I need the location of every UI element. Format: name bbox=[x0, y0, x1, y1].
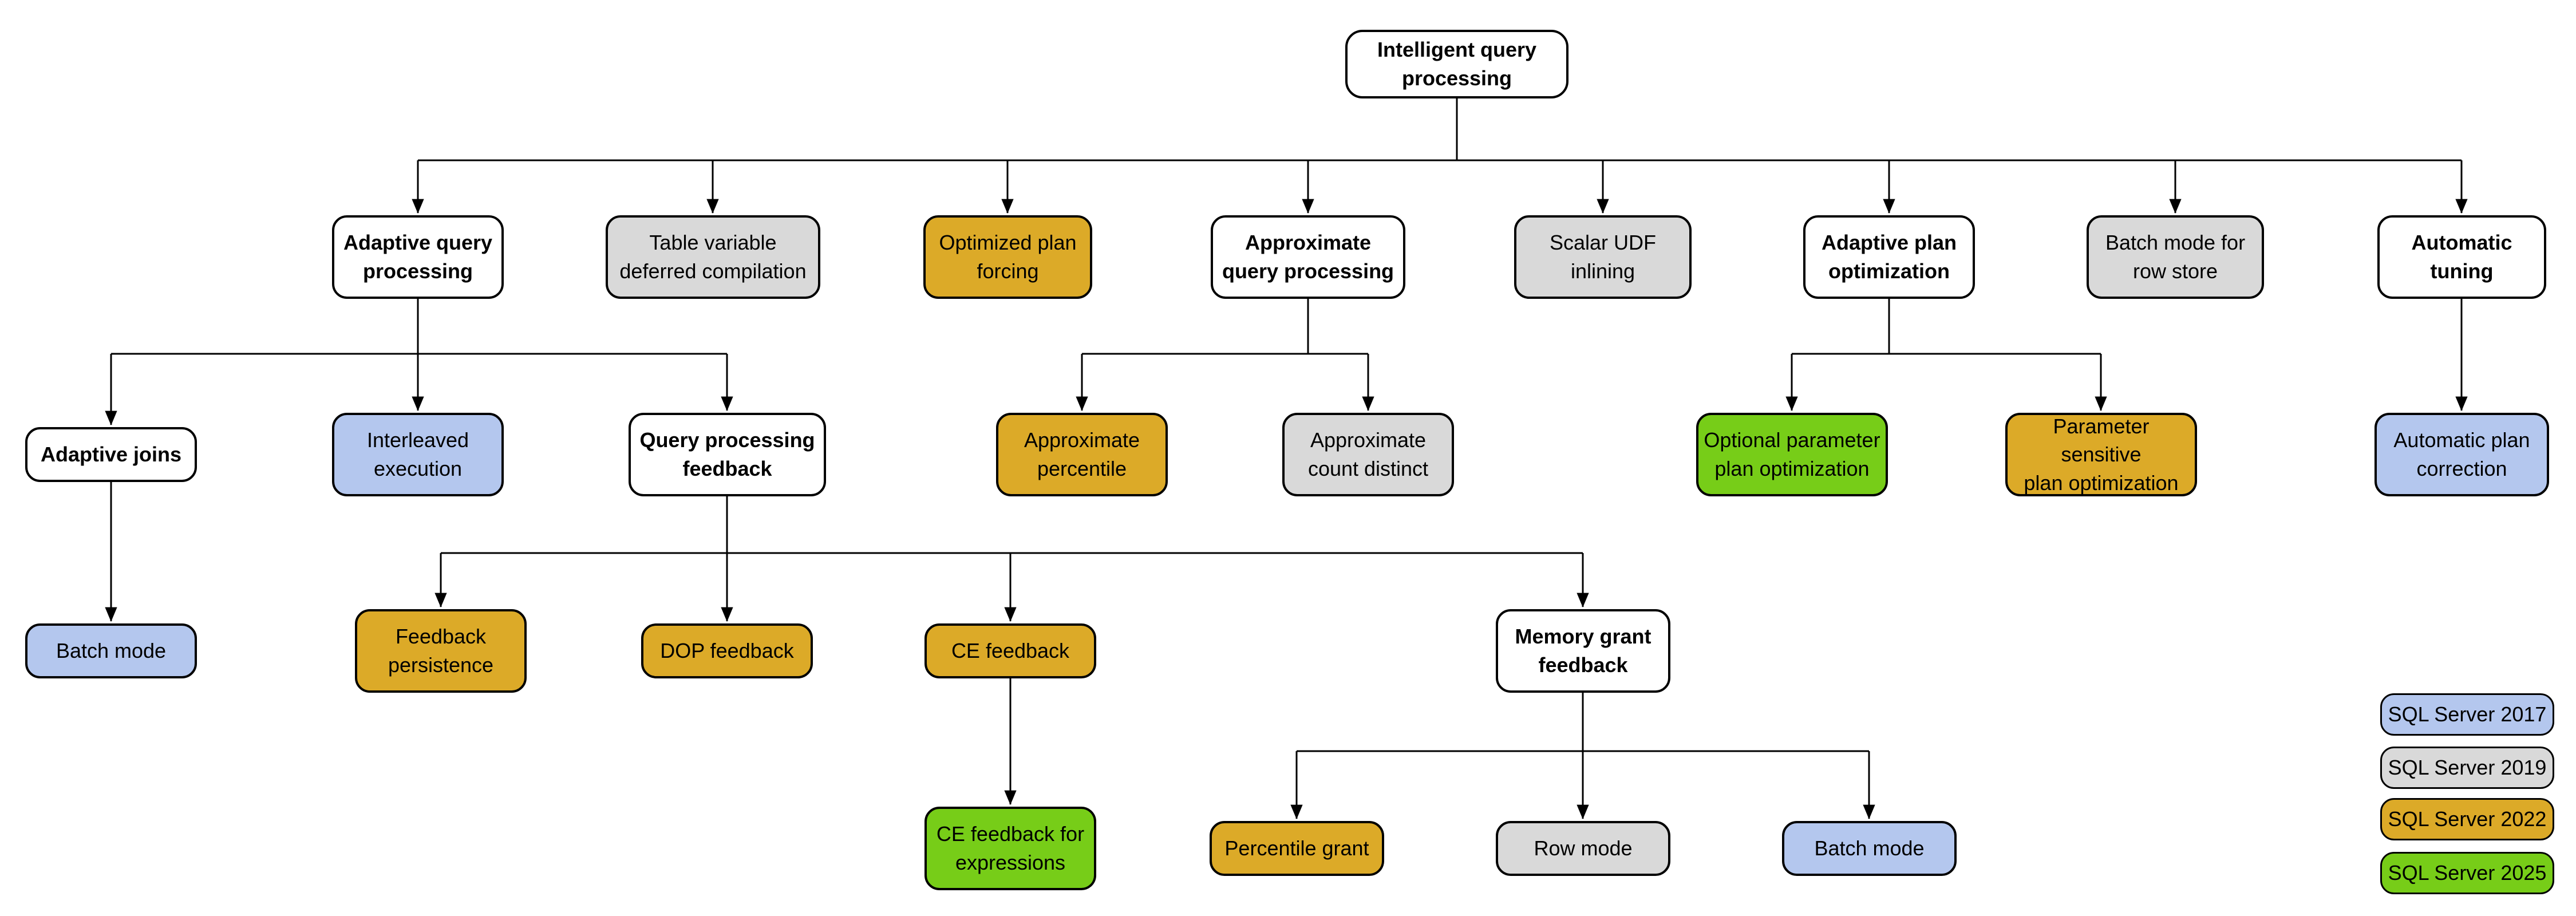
node-label: Optional parameter plan optimization bbox=[1704, 428, 1880, 480]
node-label: Intelligent query processing bbox=[1377, 38, 1537, 90]
node-query-processing-feedback: Query processing feedback bbox=[629, 413, 826, 496]
legend-label: SQL Server 2022 bbox=[2388, 807, 2547, 831]
node-optimized-plan-forcing: Optimized plan forcing bbox=[923, 215, 1092, 299]
node-label: Approximate percentile bbox=[1024, 428, 1140, 480]
node-label: Optimized plan forcing bbox=[939, 231, 1077, 283]
node-label: Batch mode bbox=[1814, 836, 1925, 860]
node-label: Approximate count distinct bbox=[1307, 428, 1429, 480]
legend-sql-server-2022: SQL Server 2022 bbox=[2380, 798, 2554, 840]
legend-label: SQL Server 2017 bbox=[2388, 702, 2547, 726]
node-dop-feedback: DOP feedback bbox=[641, 623, 813, 678]
node-automatic-plan-correction: Automatic plan correction bbox=[2374, 413, 2549, 496]
node-adaptive-plan-optimization: Adaptive plan optimization bbox=[1803, 215, 1975, 299]
node-batch-mode: Batch mode bbox=[1782, 821, 1957, 876]
node-label: CE feedback bbox=[951, 639, 1070, 663]
node-label: Table variable deferred compilation bbox=[619, 231, 807, 283]
legend-sql-server-2019: SQL Server 2019 bbox=[2380, 747, 2554, 789]
node-automatic-tuning: Automatic tuning bbox=[2377, 215, 2546, 299]
node-scalar-udf-inlining: Scalar UDF inlining bbox=[1514, 215, 1692, 299]
node-label: Automatic tuning bbox=[2411, 231, 2512, 283]
legend-sql-server-2017: SQL Server 2017 bbox=[2380, 693, 2554, 736]
node-label: Adaptive query processing bbox=[343, 231, 493, 283]
node-row-mode: Row mode bbox=[1496, 821, 1670, 876]
node-label: Batch mode for row store bbox=[2105, 231, 2246, 283]
legend-label: SQL Server 2025 bbox=[2388, 861, 2547, 885]
node-label: Interleaved execution bbox=[366, 428, 469, 480]
node-percentile-grant: Percentile grant bbox=[1210, 821, 1384, 876]
node-label: Approximate query processing bbox=[1222, 231, 1394, 283]
node-interleaved-execution: Interleaved execution bbox=[332, 413, 504, 496]
node-feedback-persistence: Feedback persistence bbox=[355, 609, 527, 693]
node-approximate-percentile: Approximate percentile bbox=[996, 413, 1168, 496]
node-adaptive-query-processing: Adaptive query processing bbox=[332, 215, 504, 299]
node-batch-mode: Batch mode bbox=[25, 623, 197, 678]
node-label: Adaptive plan optimization bbox=[1821, 231, 1957, 283]
node-optional-parameter-plan-optimization: Optional parameter plan optimization bbox=[1696, 413, 1888, 496]
node-ce-feedback-for-expressions: CE feedback for expressions bbox=[924, 807, 1096, 890]
node-label: Memory grant feedback bbox=[1515, 625, 1652, 677]
node-label: Adaptive joins bbox=[40, 443, 182, 467]
node-adaptive-joins: Adaptive joins bbox=[25, 427, 197, 482]
node-parameter-sensitive-plan-optimization: Parameter sensitive plan optimization bbox=[2005, 413, 2197, 496]
node-approximate-count-distinct: Approximate count distinct bbox=[1282, 413, 1454, 496]
edge-group bbox=[105, 98, 2468, 820]
node-approximate-query-processing: Approximate query processing bbox=[1211, 215, 1405, 299]
node-label: Parameter sensitive plan optimization bbox=[2024, 414, 2179, 495]
node-label: DOP feedback bbox=[660, 639, 794, 663]
node-label: CE feedback for expressions bbox=[936, 822, 1085, 874]
node-batch-mode-for-row-store: Batch mode for row store bbox=[2087, 215, 2264, 299]
node-ce-feedback: CE feedback bbox=[924, 623, 1096, 678]
node-label: Scalar UDF inlining bbox=[1549, 231, 1657, 283]
node-label: Percentile grant bbox=[1224, 836, 1369, 860]
legend-label: SQL Server 2019 bbox=[2388, 756, 2547, 779]
node-intelligent-query-processing: Intelligent query processing bbox=[1345, 30, 1568, 98]
node-table-variable-deferred-compilation: Table variable deferred compilation bbox=[606, 215, 820, 299]
node-label: Row mode bbox=[1534, 836, 1633, 860]
node-label: Query processing feedback bbox=[639, 428, 815, 480]
node-label: Feedback persistence bbox=[388, 625, 494, 677]
legend-sql-server-2025: SQL Server 2025 bbox=[2380, 852, 2554, 894]
node-label: Batch mode bbox=[56, 639, 167, 663]
node-label: Automatic plan correction bbox=[2393, 428, 2530, 480]
node-memory-grant-feedback: Memory grant feedback bbox=[1496, 609, 1670, 693]
